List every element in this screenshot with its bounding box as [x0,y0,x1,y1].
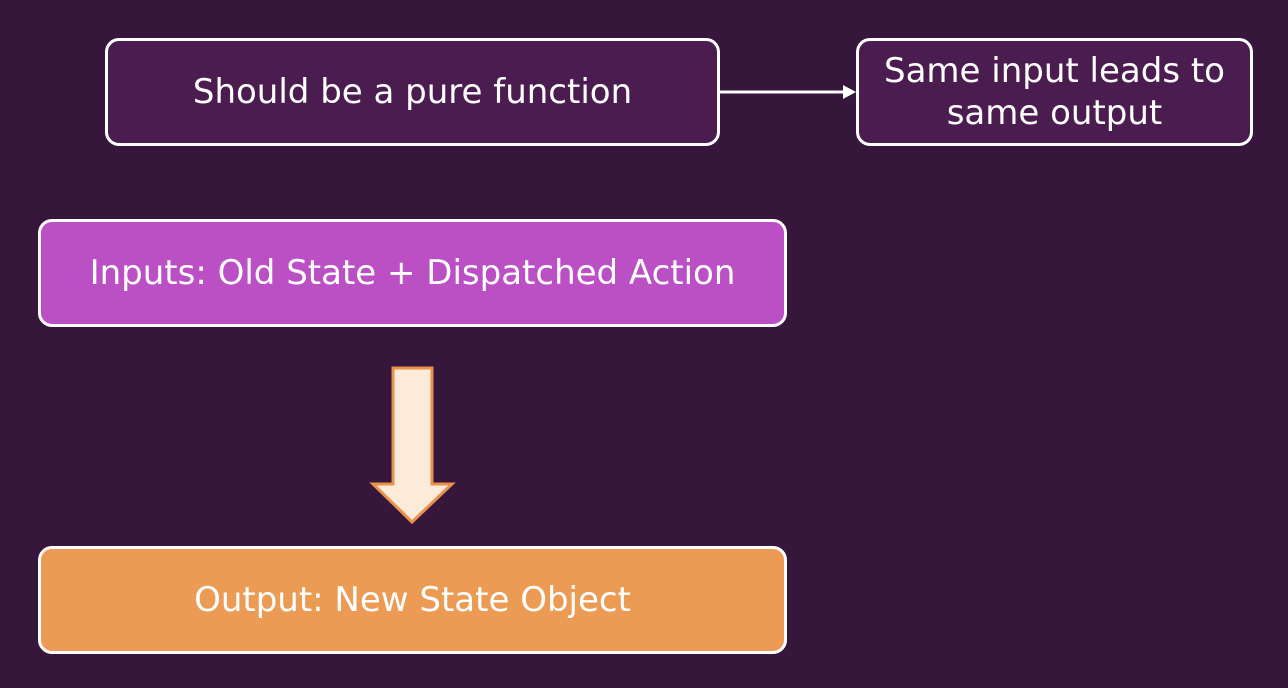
output-box: Output: New State Object [38,546,787,654]
pure-function-box: Should be a pure function [105,38,720,146]
down-block-arrow-icon [369,366,456,525]
pure-to-same-arrow [720,85,856,99]
same-input-same-output-box: Same input leads to same output [856,38,1253,146]
same-input-label: Same input leads to same output [884,50,1225,134]
output-label: Output: New State Object [194,579,631,620]
pure-function-label: Should be a pure function [192,71,633,112]
inputs-box: Inputs: Old State + Dispatched Action [38,219,787,327]
inputs-label: Inputs: Old State + Dispatched Action [89,252,736,293]
